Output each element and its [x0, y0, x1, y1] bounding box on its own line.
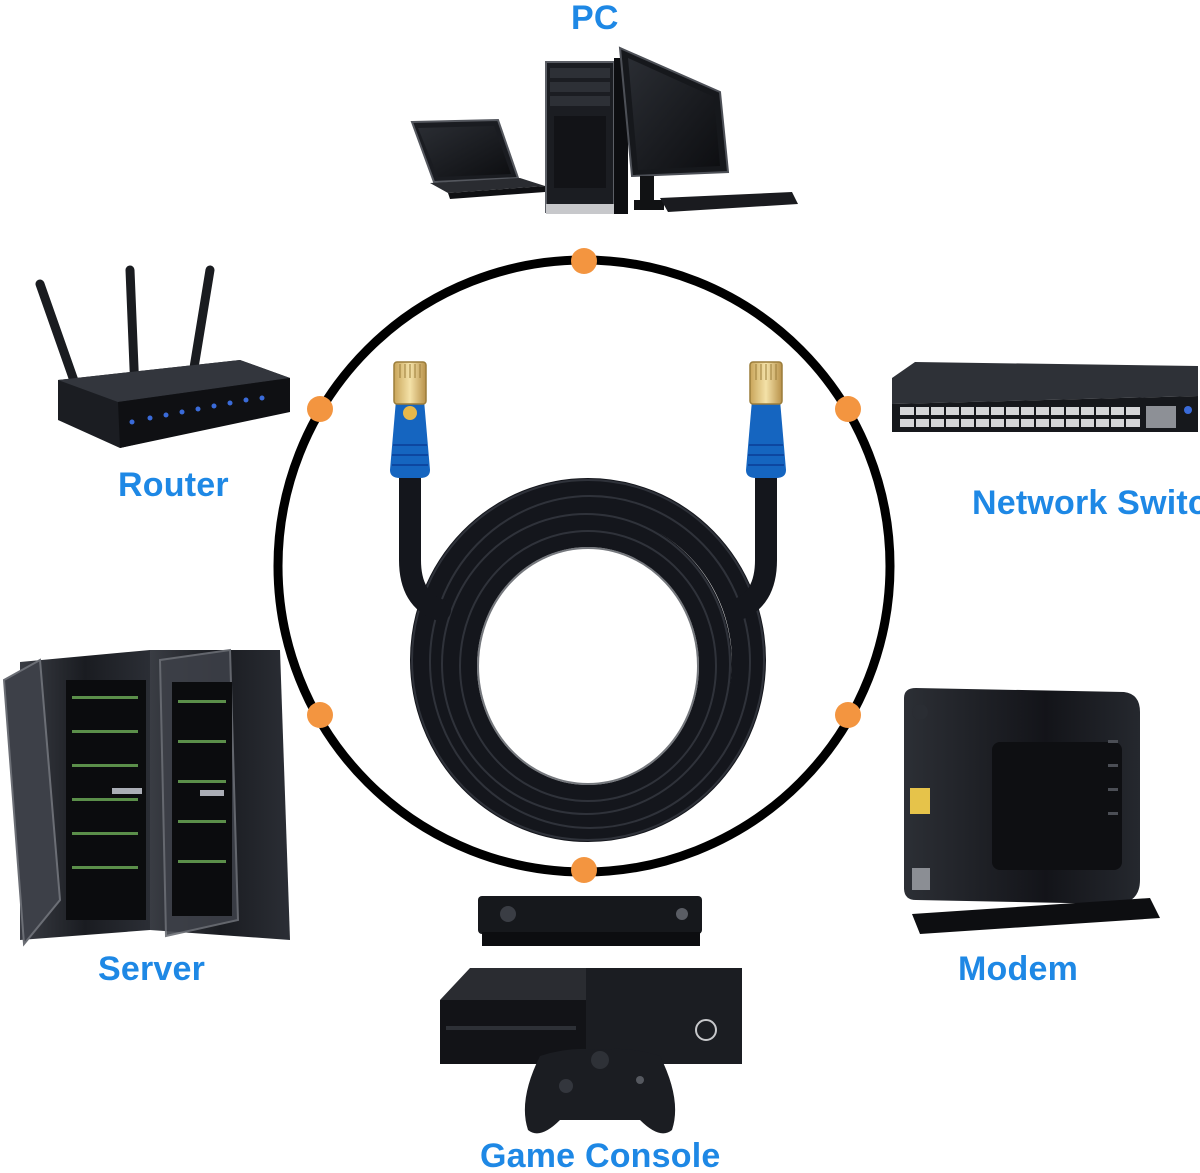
- network-switch-icon: [892, 362, 1198, 432]
- modem-label: Modem: [958, 950, 1078, 988]
- connector-dot-upper-left: [307, 396, 333, 422]
- game-console-icon: [440, 896, 742, 1134]
- modem-icon: [904, 688, 1160, 934]
- keyboard-icon: [660, 192, 798, 212]
- connector-dot-bottom: [571, 857, 597, 883]
- connector-dot-top: [571, 248, 597, 274]
- monitor-icon: [618, 46, 730, 210]
- connection-ring: [273, 248, 895, 883]
- connector-dot-lower-left: [307, 702, 333, 728]
- desktop-tower-icon: [545, 58, 628, 214]
- network-switch-label: Network Switch: [972, 484, 1200, 522]
- wifi-router-icon: [35, 265, 290, 448]
- connector-dot-lower-right: [835, 702, 861, 728]
- game-console-label: Game Console: [480, 1137, 721, 1173]
- server-label: Server: [98, 950, 206, 988]
- router-label: Router: [118, 466, 229, 504]
- ethernet-cable-icon: [390, 361, 786, 842]
- console-box-icon: [440, 968, 742, 1064]
- controller-icon: [524, 1048, 676, 1134]
- pc-workstation-icon: [410, 46, 798, 214]
- pc-label: PC: [571, 0, 619, 37]
- laptop-icon: [410, 118, 545, 199]
- motion-sensor-icon: [478, 896, 702, 946]
- server-rack-icon: [2, 648, 290, 947]
- connector-dot-upper-right: [835, 396, 861, 422]
